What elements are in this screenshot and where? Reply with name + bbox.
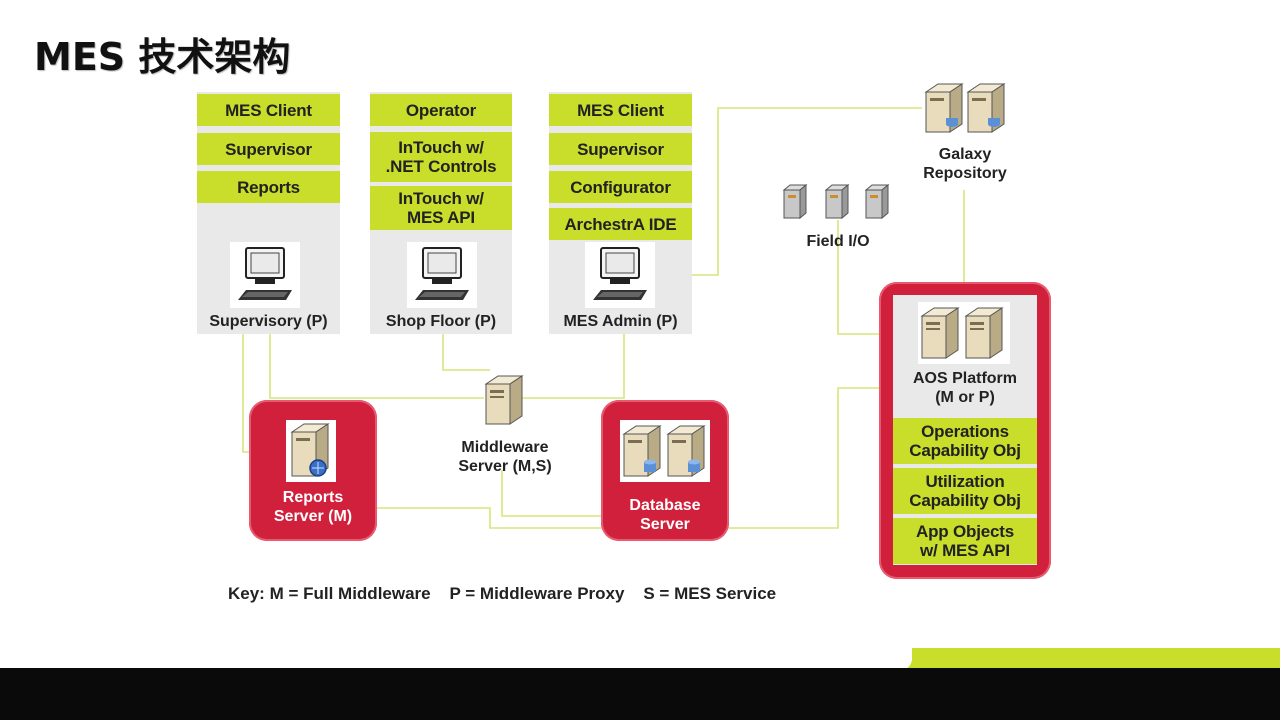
database-server-caption: Database Server (629, 497, 701, 533)
workstation-icon (230, 242, 300, 308)
shopfloor-label-0: Operator (370, 94, 512, 126)
admin-caption: MES Admin (P) (563, 313, 678, 330)
line-admin-galaxy (692, 107, 922, 276)
footer-band (0, 668, 1280, 720)
supervisory-label-1: Supervisor (197, 133, 340, 165)
line-middleware-database (501, 470, 620, 517)
aos-caption: AOS Platform (M or P) (912, 370, 1017, 406)
field-io-caption: Field I/O (806, 233, 870, 250)
line-database-aos (728, 387, 880, 529)
aos-label-0: Operations Capability Obj (893, 418, 1037, 464)
aos-server-icon (918, 302, 1010, 364)
line-reports-database (376, 507, 602, 529)
galaxy-caption: Galaxy Repository (923, 146, 1007, 182)
reports-server-icon (286, 420, 336, 482)
line-shopfloor-middleware (442, 334, 490, 371)
supervisory-label-2: Reports (197, 171, 340, 203)
supervisory-caption: Supervisory (P) (209, 313, 328, 330)
middleware-caption: Middleware Server (M,S) (458, 439, 552, 475)
shopfloor-label-1: InTouch w/ .NET Controls (370, 132, 512, 182)
admin-label-3: ArchestrA IDE (549, 208, 692, 240)
line-middleware-admin (520, 334, 625, 399)
workstation-icon (407, 242, 477, 308)
reports-server-caption: Reports Server (M) (273, 489, 353, 525)
line-supervisory-middleware (269, 334, 484, 399)
admin-label-2: Configurator (549, 171, 692, 203)
middleware-server-icon (482, 372, 526, 428)
database-server-icon (620, 420, 710, 482)
workstation-icon (585, 242, 655, 308)
legend-key: Key: M = Full Middleware P = Middleware … (228, 584, 777, 603)
admin-label-0: MES Client (549, 94, 692, 126)
admin-label-1: Supervisor (549, 133, 692, 165)
shopfloor-caption: Shop Floor (P) (385, 313, 497, 330)
aos-label-2: App Objects w/ MES API (893, 518, 1037, 564)
aos-label-1: Utilization Capability Obj (893, 468, 1037, 514)
page-title: MES 技术架构 (34, 35, 291, 79)
field-io-icon (782, 182, 894, 222)
supervisory-label-0: MES Client (197, 94, 340, 126)
shopfloor-label-2: InTouch w/ MES API (370, 186, 512, 230)
server-pair-icon (922, 78, 1008, 138)
